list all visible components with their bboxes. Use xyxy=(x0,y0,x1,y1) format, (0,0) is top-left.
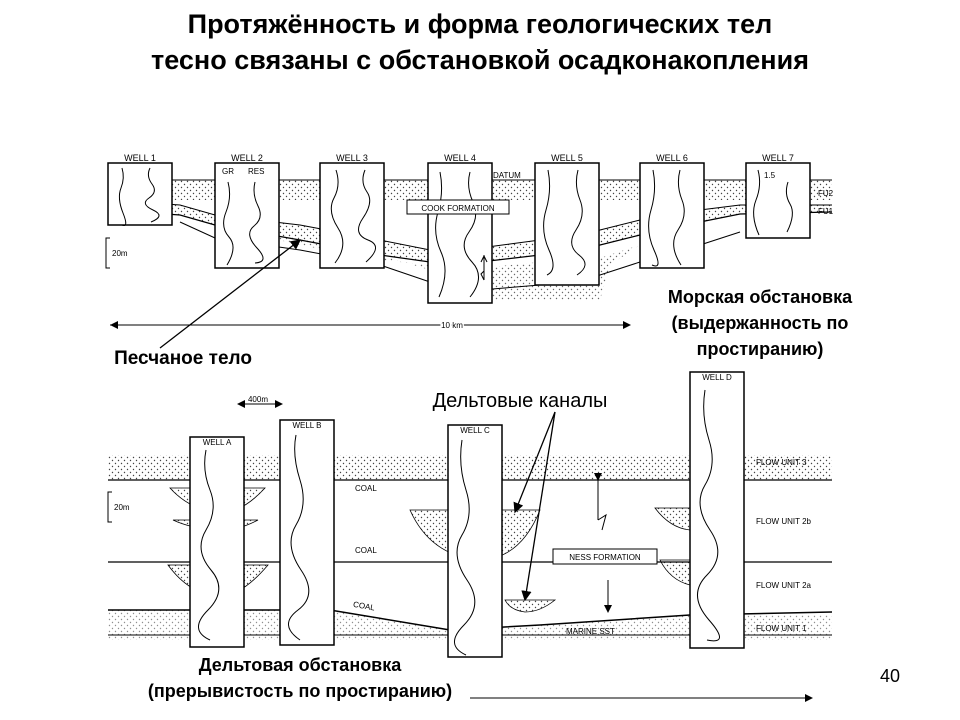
res-label: RES xyxy=(248,167,264,176)
well-1-label: WELL 1 xyxy=(124,153,156,163)
well-3-label: WELL 3 xyxy=(336,153,368,163)
ness-formation-box xyxy=(552,548,658,565)
delta-channel-pointer-1 xyxy=(513,411,556,514)
datum-label: DATUM xyxy=(493,171,521,180)
flow-unit-3-label: FLOW UNIT 3 xyxy=(756,458,807,467)
fu1-label: FU1 xyxy=(818,207,834,216)
bottom-cross-section: WELL A WELL B WELL C WELL D 400m 20m COA… xyxy=(107,371,833,702)
well-1 xyxy=(107,162,173,226)
marine-env-line-3: простиранию) xyxy=(696,339,824,359)
well-d xyxy=(689,371,745,649)
well-d-label: WELL D xyxy=(702,373,732,382)
sand-body-pointer xyxy=(159,239,302,349)
slide-title-line-2: тесно связаны с обстановкой осадконакопл… xyxy=(151,45,809,75)
flow-unit-1-label: FLOW UNIT 1 xyxy=(756,624,807,633)
well-6-label: WELL 6 xyxy=(656,153,688,163)
flow-unit-2b-label: FLOW UNIT 2b xyxy=(756,517,812,526)
channel-lens xyxy=(654,507,691,531)
delta-env-line-2: (прерывистость по простиранию) xyxy=(147,681,453,701)
well-2 xyxy=(214,162,280,269)
well-6 xyxy=(639,162,705,269)
well-3 xyxy=(319,162,385,269)
well-b-label: WELL B xyxy=(292,421,321,430)
marine-environment-annotation: Морская обстановка (выдержанность по про… xyxy=(620,284,900,362)
horizontal-scale-label: 10 km xyxy=(441,321,463,330)
coal-label-2: COAL xyxy=(355,546,377,555)
ness-formation-label: NESS FORMATION xyxy=(569,553,641,562)
flow-unit-2a-label: FLOW UNIT 2a xyxy=(756,581,812,590)
well-c xyxy=(447,424,503,658)
well-7 xyxy=(745,162,811,239)
well-4 xyxy=(427,162,493,304)
coal-label-1: COAL xyxy=(355,484,377,493)
bottom-vertical-scale-bar xyxy=(107,491,112,523)
delta-env-line-1: Дельтовая обстановка xyxy=(198,655,402,675)
log-value-label: 1.5 xyxy=(764,171,776,180)
vertical-scale-label: 20m xyxy=(112,249,128,258)
cook-formation-label: COOK FORMATION xyxy=(421,204,494,213)
marine-env-line-1: Морская обстановка xyxy=(667,287,853,307)
cook-formation-box xyxy=(406,199,510,215)
coal-label-3: COAL xyxy=(352,600,376,613)
delta-environment-annotation: Дельтовая обстановка (прерывистость по п… xyxy=(110,652,490,704)
fu2-label: FU2 xyxy=(818,189,834,198)
well-7-label: WELL 7 xyxy=(762,153,794,163)
well-5 xyxy=(534,162,600,286)
bottom-vertical-scale-label: 20m xyxy=(114,503,130,512)
slide-title-line-1: Протяжённость и форма геологических тел xyxy=(187,9,773,39)
well-4-label: WELL 4 xyxy=(444,153,476,163)
marine-env-line-2: (выдержанность по xyxy=(671,313,849,333)
gr-label: GR xyxy=(222,167,234,176)
well-2-label: WELL 2 xyxy=(231,153,263,163)
well-5-label: WELL 5 xyxy=(551,153,583,163)
well-a xyxy=(189,436,245,648)
marine-sst-label: MARINE SST xyxy=(566,627,615,636)
well-c-label: WELL C xyxy=(460,426,490,435)
page-number: 40 xyxy=(879,666,901,686)
sand-body-annotation: Песчаное тело xyxy=(114,348,252,369)
well-b xyxy=(279,419,335,646)
lower-dotted-layer xyxy=(215,225,640,300)
top-cross-section: WELL 1 WELL 2 WELL 3 WELL 4 WELL 5 WELL … xyxy=(105,153,834,332)
channel-lens xyxy=(659,559,691,586)
scale-400m-label: 400m xyxy=(248,395,268,404)
vertical-scale-bar xyxy=(105,237,110,269)
channel-lens xyxy=(504,599,557,613)
delta-channel-pointer-2 xyxy=(521,411,556,602)
well-a-label: WELL A xyxy=(203,438,232,447)
delta-channels-annotation: Дельтовые каналы xyxy=(432,390,608,412)
